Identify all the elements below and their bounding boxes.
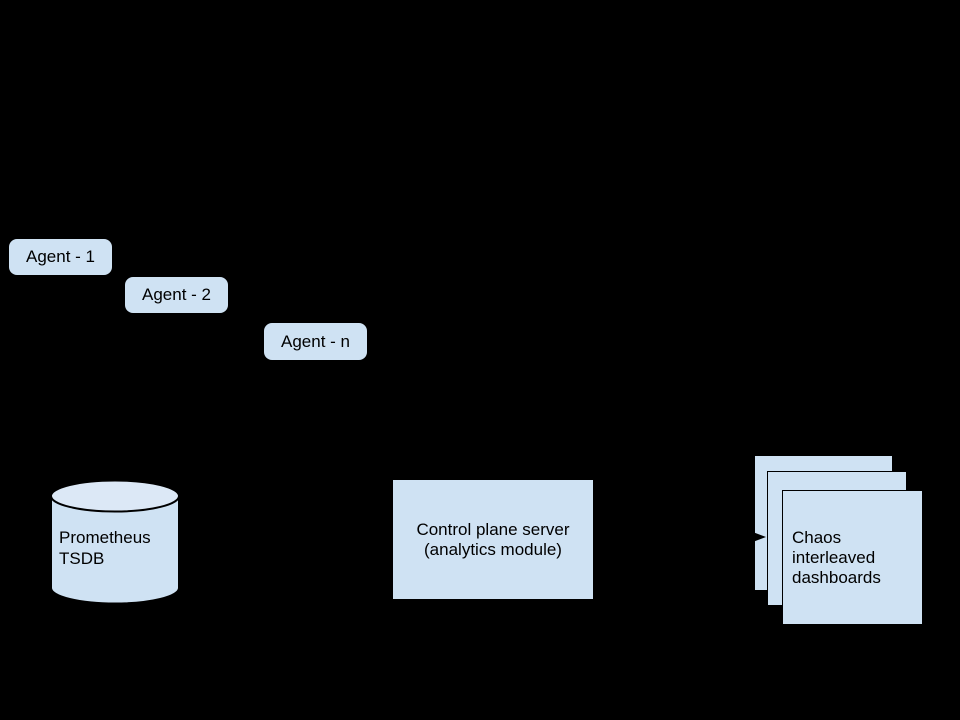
agent-1-label: Agent - 1 xyxy=(26,247,95,266)
dashboards-label-line3: dashboards xyxy=(792,567,881,587)
agent-1-node: Agent - 1 xyxy=(9,239,112,275)
agent-2-label: Agent - 2 xyxy=(142,285,211,304)
control-plane-server-node: Control plane server (analytics module) xyxy=(393,480,593,599)
dashboards-label-line1: Chaos xyxy=(792,527,842,547)
database-cylinder-icon xyxy=(50,479,180,605)
arrowhead-icon xyxy=(750,531,766,543)
connector-line xyxy=(592,536,752,539)
tsdb-label: Prometheus TSDB xyxy=(59,527,177,569)
agent-2-node: Agent - 2 xyxy=(125,277,228,313)
server-label-line1: Control plane server xyxy=(416,519,570,539)
dashboard-card-front: Chaos interleaved dashboards xyxy=(782,490,923,625)
cylinder-top xyxy=(50,479,180,513)
server-label: Control plane server (analytics module) xyxy=(416,520,569,560)
dashboards-label-line2: interleaved xyxy=(792,547,876,567)
tsdb-label-line1: Prometheus xyxy=(59,528,151,547)
agent-n-label: Agent - n xyxy=(281,331,350,351)
tsdb-label-line2: TSDB xyxy=(59,549,105,568)
cylinder-body xyxy=(50,495,180,605)
agent-n-node: Agent - n xyxy=(264,323,367,360)
server-label-line2: (analytics module) xyxy=(424,539,562,559)
connector-arrow xyxy=(592,531,766,543)
